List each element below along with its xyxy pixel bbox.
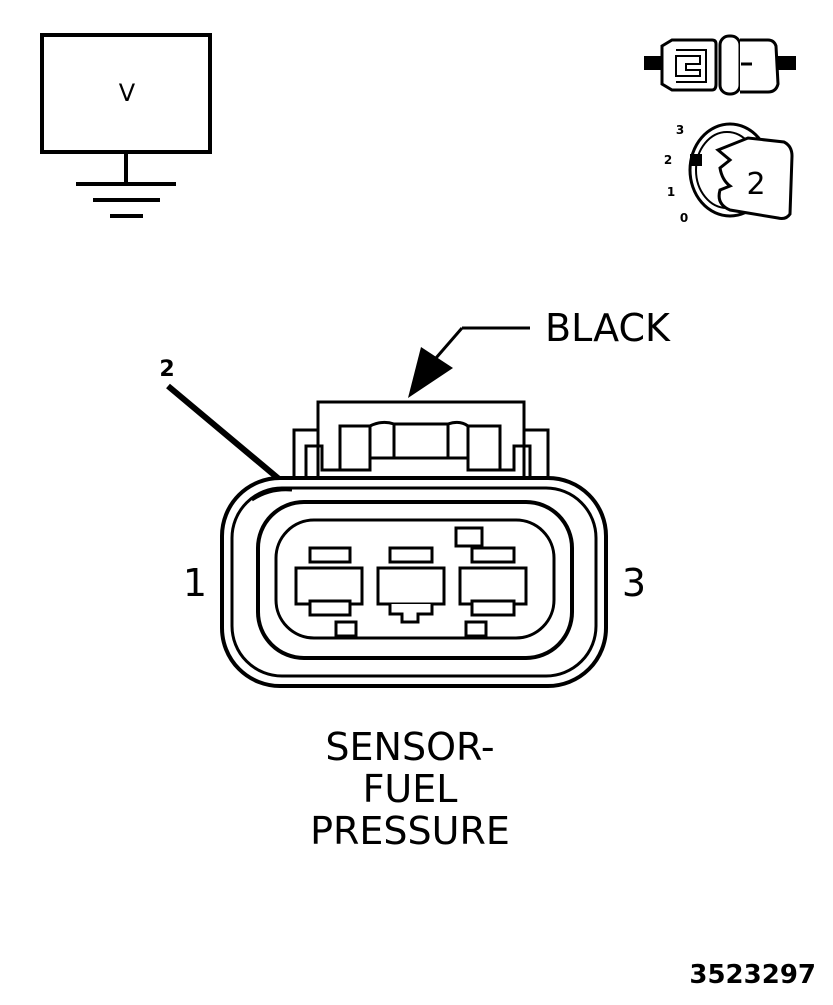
connector-face (220, 400, 608, 688)
ignition-key-icon: 3 2 1 0 2 (664, 122, 794, 225)
color-label: BLACK (545, 306, 671, 350)
key-position-marker (690, 154, 702, 166)
connector-disconnected-icon (644, 34, 796, 96)
color-callout: BLACK (408, 306, 671, 398)
ground-symbol-icon (76, 152, 176, 218)
connector-housing-inner (256, 500, 574, 660)
pin-cavity-3 (458, 546, 528, 638)
key-position-0: 0 (680, 211, 688, 225)
pin-cavity-2 (376, 546, 446, 624)
component-name: SENSOR- FUEL PRESSURE (310, 725, 510, 853)
key-head (715, 136, 794, 220)
color-callout-arrowhead (408, 347, 453, 398)
pin-2-pointer-label: 2 (159, 357, 174, 382)
voltmeter-icon: V (40, 33, 212, 218)
figure-number: 3523297 (689, 960, 816, 990)
key-position-2: 2 (664, 153, 672, 167)
key-position-1: 1 (667, 185, 675, 199)
component-name-line-1: SENSOR- (325, 725, 494, 769)
key-active-position: 2 (746, 167, 765, 202)
voltmeter-label: V (119, 79, 136, 107)
component-name-line-2: FUEL (363, 767, 458, 811)
pin-3-label: 3 (622, 561, 646, 605)
key-position-3: 3 (676, 123, 684, 137)
pin-cavity-1 (294, 546, 364, 638)
pin-1-label: 1 (183, 561, 207, 605)
component-name-line-3: PRESSURE (310, 809, 510, 853)
